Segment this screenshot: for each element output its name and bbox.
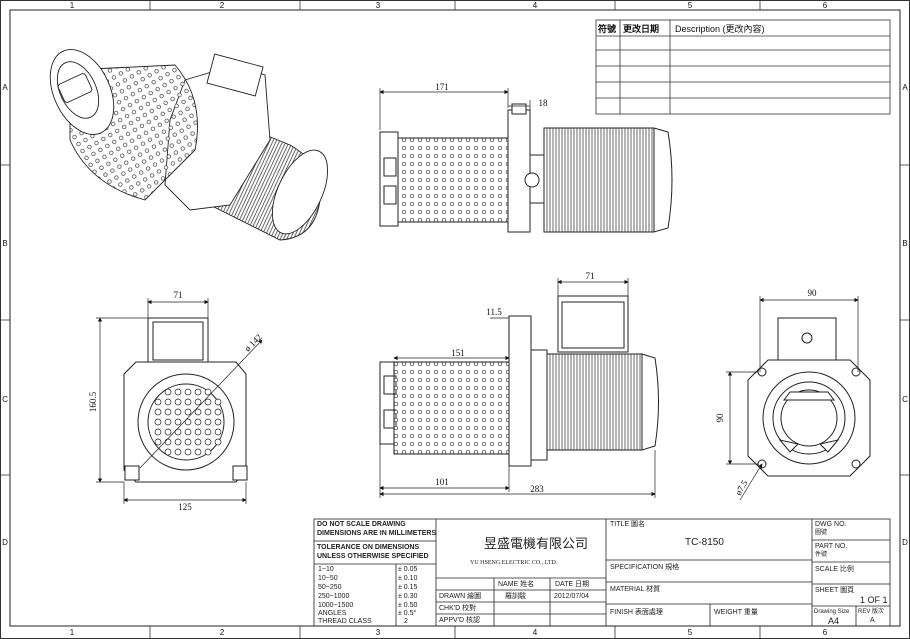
tolerance-range: THREAD CLASS (318, 618, 372, 625)
revision-table (595, 19, 891, 115)
grid-row-label: D (2, 538, 8, 547)
finish-label: FINISH 表面處理 (610, 609, 663, 616)
isometric-view (49, 49, 329, 241)
grid-row-label: C (2, 395, 8, 404)
drawn-label: DRAWN 繪圖 (439, 593, 482, 600)
dim-front-height: 160.5 (88, 391, 98, 412)
company-name-cn: 昱盛電機有限公司 (484, 536, 589, 551)
dim-lower-283: 283 (530, 484, 544, 494)
tolerance-value: ± 0.50 (398, 602, 418, 609)
grid-col-label: 4 (533, 1, 538, 10)
grid-row-label: B (2, 239, 7, 248)
drawing-size-label: Drawing Size (814, 609, 850, 615)
side-view-lower (379, 295, 659, 467)
grid-col-label: 5 (688, 1, 693, 10)
grid-row-label: B (902, 239, 907, 248)
drawn-date: 2012/07/04 (554, 593, 590, 600)
grid-col-label: 2 (220, 628, 225, 637)
grid-row-label: D (902, 538, 908, 547)
grid-rows (0, 164, 910, 476)
notice-millimeters: DIMENSIONS ARE IN MILLIMETERS (317, 530, 437, 537)
dim-lower-101: 101 (435, 477, 449, 487)
grid-col-label: 6 (823, 1, 828, 10)
tolerance-range: 1~10 (318, 566, 334, 573)
drawing-size-value: A4 (828, 616, 840, 626)
grid-col-label: 6 (823, 628, 828, 637)
dim-lower-11-5: 11.5 (486, 307, 502, 317)
dim-lower-151: 151 (451, 348, 465, 358)
sheet-value: 1 OF 1 (860, 595, 888, 605)
title-label: TITLE 圖名 (610, 521, 646, 528)
dim-front-71: 71 (174, 290, 183, 300)
title-block (313, 518, 891, 627)
date-label: DATE 日期 (555, 581, 590, 588)
grid-col-label: 3 (376, 628, 381, 637)
rev-col-description: Description (更改內容) (675, 23, 765, 34)
end-view-right (747, 317, 871, 477)
tolerance-range: ANGLES (318, 610, 347, 617)
part-no-label: PART NO. (815, 543, 848, 550)
grid-col-label: 4 (533, 628, 538, 637)
tolerance-value: ± 0.15 (398, 584, 418, 591)
dim-front-125: 125 (178, 502, 192, 512)
scale-label: SCALE 比例 (815, 566, 854, 573)
grid-row-label: A (2, 83, 8, 92)
tolerance-subheading: UNLESS OTHERWISE SPECIFIED (317, 553, 429, 560)
dwg-no-label: DWG NO. (815, 521, 847, 528)
tolerance-range: 50~250 (318, 584, 342, 591)
name-label: NAME 姓名 (498, 581, 535, 588)
grid-row-label: A (902, 83, 908, 92)
rev-col-symbol: 符號 (598, 23, 616, 34)
revision-label: REV 版次 (858, 609, 885, 615)
grid-col-label: 2 (220, 1, 225, 10)
tolerance-value: ± 0.10 (398, 575, 418, 582)
grid-col-label: 3 (376, 1, 381, 10)
tolerance-range: 250~1000 (318, 593, 350, 600)
rev-col-date: 更改日期 (623, 23, 659, 34)
checked-label: CHK'D 校對 (439, 605, 477, 612)
dim-end-90-width: 90 (808, 288, 818, 298)
grid-col-label: 1 (70, 1, 75, 10)
tolerance-range: 1000~1500 (318, 602, 354, 609)
grid-columns (149, 0, 761, 639)
specification-label: SPECIFICATION 規格 (610, 564, 680, 571)
front-view (123, 317, 248, 483)
side-view-upper (379, 103, 673, 233)
drawn-name: 羅訓駿 (505, 593, 526, 600)
company-name-en: YU HSENG ELECTRIC CO., LTD. (470, 560, 558, 566)
dim-side-171: 171 (435, 82, 449, 92)
grid-col-label: 5 (688, 628, 693, 637)
tolerance-range: 10~50 (318, 575, 338, 582)
tolerance-value: 2 (404, 618, 408, 625)
dim-end-90-height: 90 (715, 413, 725, 423)
title-value: TC-8150 (685, 537, 724, 548)
dim-front-diameter: ø 142 (242, 332, 263, 353)
notice-no-scale: DO NOT SCALE DRAWING (317, 521, 406, 528)
weight-label: WEIGHT 重量 (714, 609, 758, 616)
part-no-label-cn: 件號 (815, 552, 828, 558)
grid-row-label: C (902, 395, 908, 404)
revision-value: A (870, 617, 875, 624)
tolerance-value: ± 0.5° (398, 610, 417, 617)
tolerance-value: ± 0.30 (398, 593, 418, 600)
approved-label: APPV'D 核認 (439, 617, 481, 624)
dim-lower-71: 71 (586, 271, 595, 281)
dim-side-18: 18 (539, 98, 549, 108)
dwg-no-label-cn: 圖號 (815, 530, 828, 536)
tolerance-heading: TOLERANCE ON DIMENSIONS (317, 544, 420, 551)
tolerance-value: ± 0.05 (398, 566, 418, 573)
sheet-label: SHEET 圖頁 (815, 587, 855, 594)
material-label: MATERIAL 材質 (610, 586, 661, 593)
grid-col-label: 1 (70, 628, 75, 637)
